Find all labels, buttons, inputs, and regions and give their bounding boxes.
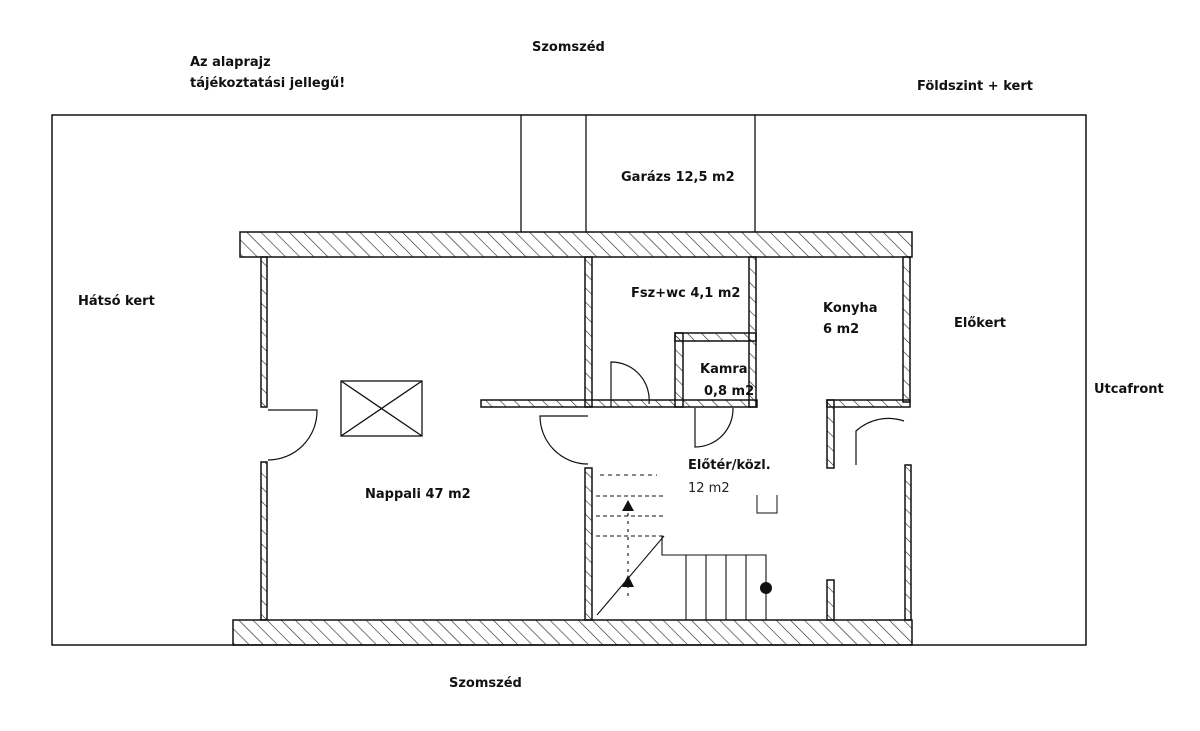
staircase — [596, 474, 767, 620]
pantry-name-label: Kamra — [700, 362, 748, 377]
hall-name-label: Előtér/közl. — [688, 458, 771, 473]
garage-outline — [520, 115, 756, 232]
stair-arrow-icon — [622, 500, 634, 511]
back-garden-label: Hátsó kert — [78, 294, 155, 309]
walls — [232, 231, 913, 646]
disclaimer-line2: tájékoztatási jellegű! — [190, 76, 346, 91]
kitchen-name-label: Konyha — [823, 301, 878, 316]
door-swings — [267, 361, 905, 465]
lot-boundary — [51, 114, 1087, 646]
neighbor-bottom-label: Szomszéd — [449, 676, 522, 691]
skylight-symbol — [340, 380, 423, 437]
garage-label: Garázs 12,5 m2 — [621, 170, 735, 185]
level-label: Földszint + kert — [917, 79, 1033, 94]
disclaimer-line1: Az alaprajz — [190, 55, 271, 70]
living-room-label: Nappali 47 m2 — [365, 487, 471, 502]
hall-area-label: 12 m2 — [688, 481, 730, 496]
kitchen-area-label: 6 m2 — [823, 322, 860, 337]
toilet-label: Fsz+wc 4,1 m2 — [631, 286, 741, 301]
front-garden-label: Előkert — [954, 316, 1007, 331]
chimney-symbol — [756, 495, 778, 514]
stair-post-icon — [760, 582, 772, 594]
neighbor-top-label: Szomszéd — [532, 40, 605, 55]
stair-arrow-icon — [622, 575, 634, 587]
street-front-label: Utcafront — [1094, 382, 1164, 397]
pantry-area-label: 0,8 m2 — [704, 384, 755, 399]
